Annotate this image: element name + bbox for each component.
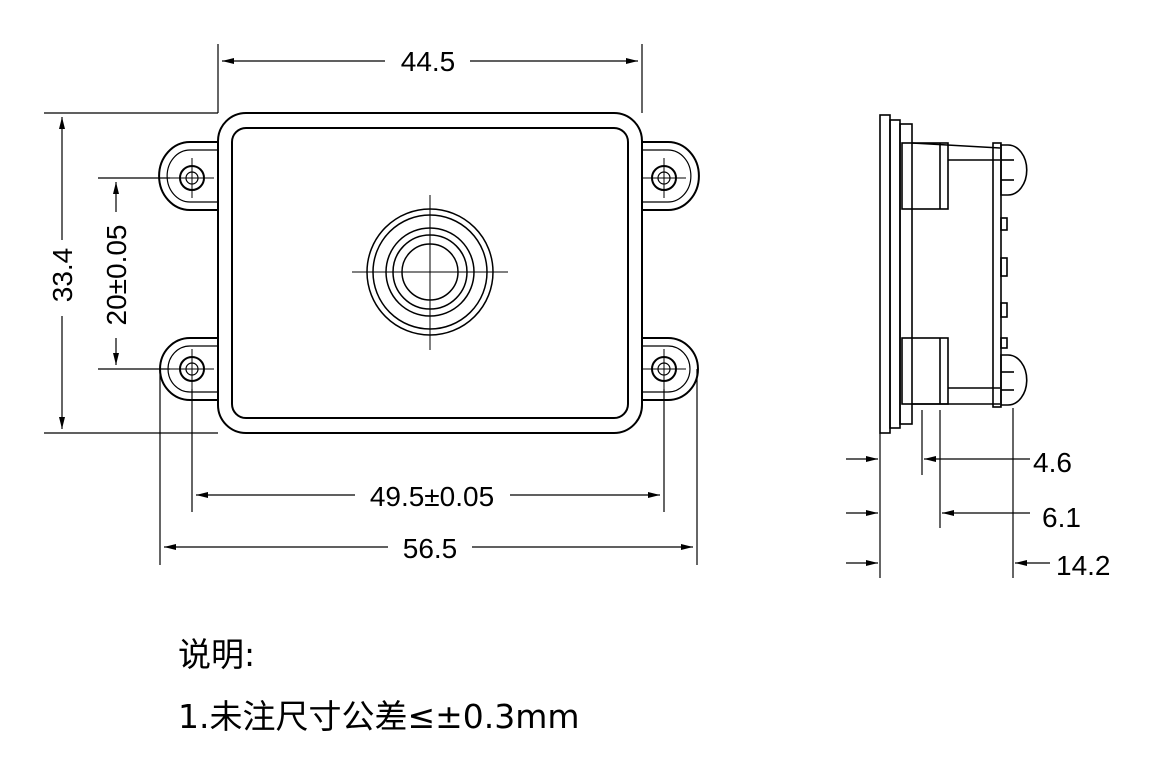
dim-side-1: 4.6: [1033, 447, 1072, 478]
dim-hole-pitch-vertical: 20±0.05: [101, 224, 132, 325]
notes-heading: 说明:: [178, 635, 256, 674]
dim-top-width: 44.5: [401, 46, 456, 77]
dim-height-total: 33.4: [47, 248, 78, 303]
side-dimensions: [846, 408, 1050, 578]
dim-side-2: 6.1: [1042, 502, 1081, 533]
left-top-ear: [158, 141, 218, 211]
notes-line-1: 1.未注尺寸公差≤±0.3mm: [178, 697, 580, 736]
dim-side-3: 14.2: [1056, 550, 1111, 581]
dim-overall-width: 56.5: [403, 533, 458, 564]
side-view: [879, 114, 1028, 434]
center-lines: [170, 158, 686, 389]
housing-inner: [231, 127, 629, 419]
right-bottom-ear: [642, 337, 699, 401]
front-view: [158, 112, 700, 434]
right-top-ear: [642, 141, 700, 211]
front-dimensions: [44, 44, 698, 565]
dim-hole-pitch-horizontal: 49.5±0.05: [370, 481, 494, 512]
